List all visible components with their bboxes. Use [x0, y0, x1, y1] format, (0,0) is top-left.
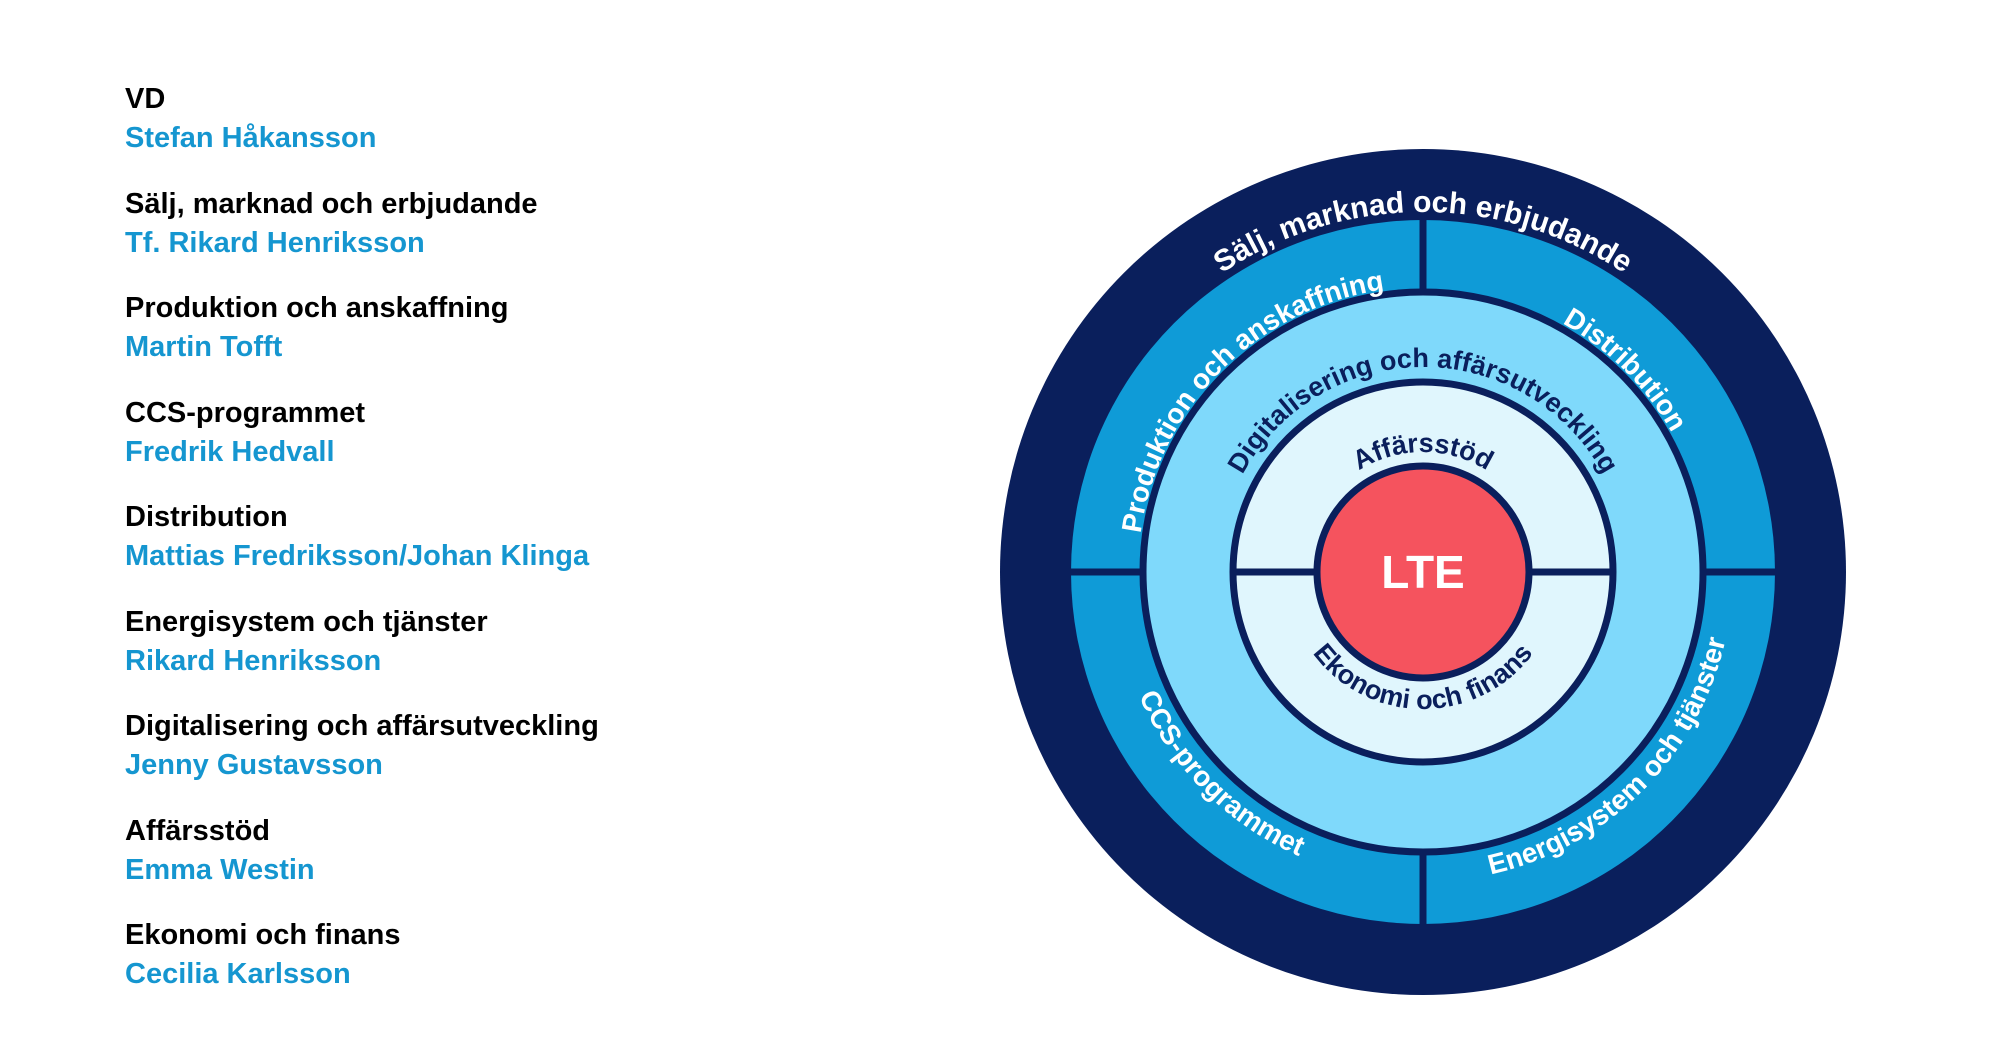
center-circle — [1313, 462, 1533, 682]
role-person: Rikard Henriksson — [125, 644, 382, 677]
role-title: Digitalisering och affärsutveckling — [125, 710, 599, 742]
role-title: Ekonomi och finans — [125, 919, 401, 951]
role-entry-salj: Sälj, marknad och erbjudande Tf. Rikard … — [125, 185, 825, 290]
role-person: Emma Westin — [125, 853, 315, 886]
role-entry-ekonomi: Ekonomi och finans Cecilia Karlsson — [125, 916, 825, 1021]
role-title: Produktion och anskaffning — [125, 292, 509, 324]
role-person: Cecilia Karlsson — [125, 958, 351, 990]
center-label: LTE — [1381, 546, 1464, 598]
role-person: Martin Tofft — [125, 331, 283, 363]
role-title: VD — [125, 83, 166, 115]
role-person: Tf. Rikard Henriksson — [125, 226, 425, 259]
role-entry-produktion: Produktion och anskaffning Martin Tofft — [125, 289, 825, 394]
role-title: CCS-programmet — [125, 396, 366, 429]
role-person: Fredrik Hedvall — [125, 435, 335, 468]
role-title: Sälj, marknad och erbjudande — [125, 187, 538, 220]
role-person: Mattias Fredriksson/Johan Klinga — [125, 540, 590, 572]
role-entry-vd: VD Stefan Håkansson — [125, 80, 825, 185]
organization-wheel-diagram: Sälj, marknad och erbjudande Produktion … — [1000, 149, 1846, 995]
role-person: Stefan Håkansson — [125, 122, 377, 154]
role-entry-ccs: CCS-programmet Fredrik Hedvall — [125, 394, 825, 499]
role-entry-affarsstod: Affärsstöd Emma Westin — [125, 812, 825, 917]
role-person: Jenny Gustavsson — [125, 749, 383, 781]
role-title: Energisystem och tjänster — [125, 605, 488, 638]
role-title: Distribution — [125, 501, 288, 533]
org-role-list: VD Stefan Håkansson Sälj, marknad och er… — [125, 80, 825, 1021]
role-entry-energisystem: Energisystem och tjänster Rikard Henriks… — [125, 603, 825, 708]
role-title: Affärsstöd — [125, 814, 271, 847]
role-entry-digitalisering: Digitalisering och affärsutveckling Jenn… — [125, 707, 825, 812]
role-entry-distribution: Distribution Mattias Fredriksson/Johan K… — [125, 498, 825, 603]
